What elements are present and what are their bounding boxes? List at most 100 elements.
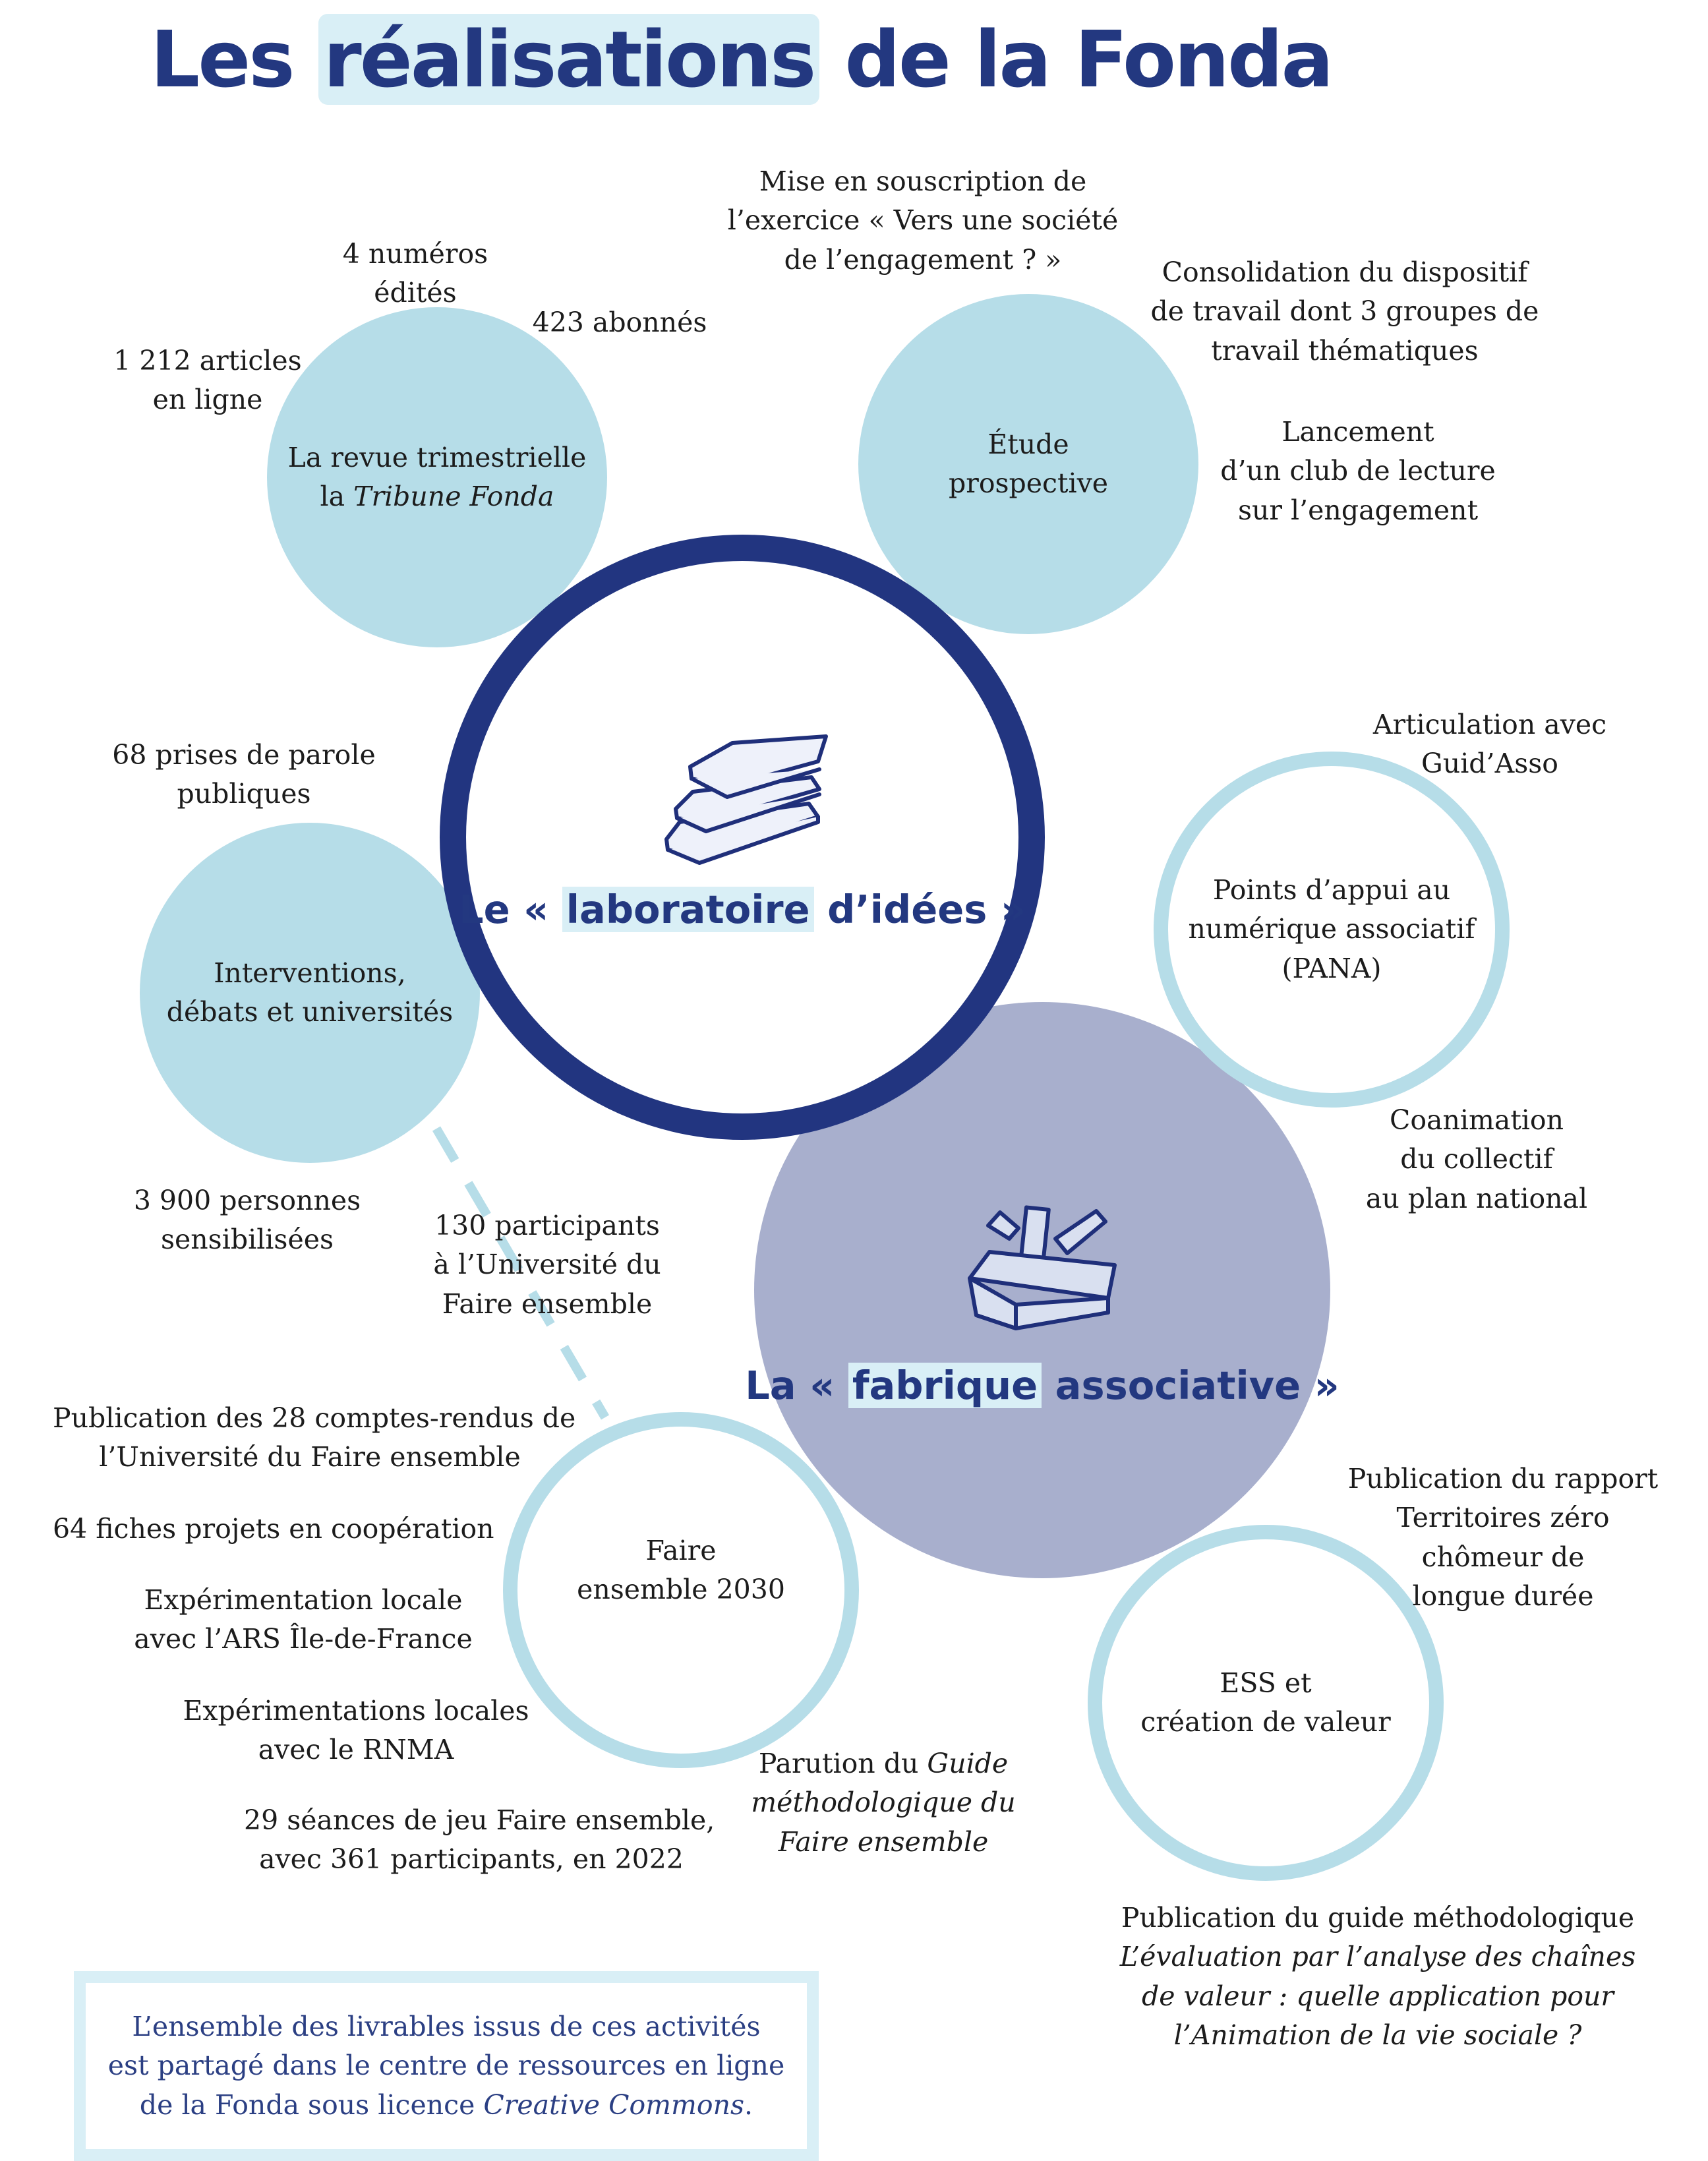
faire-line2: ensemble 2030: [577, 1574, 785, 1605]
annotation-comptes-rendus: Publication des 28 comptes-rendus de l’Un…: [53, 1399, 575, 1477]
consolidation-line1: Consolidation du dispositif: [1162, 256, 1528, 288]
comptes-rendus-line2: l’Université du Faire ensemble: [99, 1441, 521, 1473]
guide-line1-pre: Parution du: [758, 1748, 928, 1779]
fabrique-post: associative »: [1042, 1362, 1340, 1408]
guide-eval-line3: de valeur : quelle application pour: [1141, 1980, 1614, 2012]
guide-eval-line1: Publication du guide méthodologique: [1121, 1902, 1635, 1934]
annotation-consolidation: Consolidation du dispositif de travail do…: [1147, 253, 1543, 370]
labo-pre: Le «: [458, 886, 562, 932]
etude-line2: prospective: [948, 467, 1109, 499]
annotation-rnma: Expérimentations locales avec le RNMA: [178, 1692, 534, 1770]
articles-line2: en ligne: [152, 384, 263, 416]
rapport-line2: Territoires zéro: [1396, 1502, 1610, 1534]
page-title: Les réalisations de la Fonda: [150, 9, 1334, 110]
rnma-line2: avec le RNMA: [258, 1734, 454, 1766]
pana-line1: Points d’appui au: [1212, 873, 1451, 906]
club-line2: d’un club de lecture: [1220, 455, 1496, 487]
coanimation-line3: au plan national: [1365, 1182, 1588, 1214]
labo-highlight: laboratoire: [562, 886, 814, 932]
pana-line3: (PANA): [1281, 952, 1382, 984]
interventions-line1: Interventions,: [214, 957, 406, 989]
title-pre: Les: [150, 14, 318, 105]
souscription-line1: Mise en souscription de: [759, 165, 1087, 197]
etude-line1: Étude: [987, 428, 1069, 460]
pana-line2: numérique associatif: [1188, 913, 1475, 945]
node-interventions: Interventions, débats et universités: [140, 823, 480, 1163]
numeros-line1: 4 numéros: [342, 238, 488, 270]
annotation-articles: 1 212 articles en ligne: [105, 341, 310, 420]
fabrique-pre: La «: [745, 1362, 848, 1408]
interventions-line2: débats et universités: [166, 996, 454, 1028]
fabrique-highlight: fabrique: [848, 1362, 1042, 1408]
sensibilisees-line2: sensibilisées: [160, 1224, 334, 1256]
title-post: de la Fonda: [819, 14, 1334, 105]
annotation-abonnes: 423 abonnés: [532, 307, 707, 338]
club-line3: sur l’engagement: [1237, 494, 1479, 526]
participants130-line3: Faire ensemble: [442, 1288, 653, 1320]
info-line3-italic: Creative Commons: [483, 2088, 745, 2121]
seances-line1: 29 séances de jeu Faire ensemble,: [244, 1804, 715, 1836]
guide-line3-italic: Faire ensemble: [778, 1825, 989, 1858]
annotation-sensibilisees: 3 900 personnes sensibilisées: [125, 1181, 369, 1260]
node-pana: Points d’appui au numérique associatif (PA…: [1154, 752, 1510, 1108]
hub-labo: Le « laboratoire d’idées »: [440, 535, 1045, 1140]
fabrique-label: La « fabrique associative »: [745, 1362, 1340, 1408]
consolidation-line3: travail thématiques: [1211, 334, 1479, 367]
consolidation-line2: de travail dont 3 groupes de: [1150, 295, 1539, 328]
rapport-line4: longue durée: [1412, 1580, 1594, 1613]
souscription-line2: l’exercice « Vers une société: [727, 204, 1119, 237]
ess-line2: création de valeur: [1140, 1706, 1391, 1738]
revue-line2-italic: Tribune Fonda: [353, 481, 554, 512]
rnma-line1: Expérimentations locales: [183, 1695, 529, 1727]
seances-line2: avec 361 participants, en 2022: [259, 1843, 684, 1876]
rapport-line3: chômeur de: [1421, 1541, 1585, 1573]
comptes-rendus-line1: Publication des 28 comptes-rendus de: [53, 1402, 576, 1434]
guidasso-line1: Articulation avec: [1372, 709, 1607, 740]
guidasso-line2: Guid’Asso: [1421, 748, 1558, 780]
club-line1: Lancement: [1281, 416, 1434, 448]
ess-line1: ESS et: [1220, 1667, 1312, 1699]
labo-post: d’idées »: [813, 886, 1026, 932]
annotation-prises: 68 prises de parole publiques: [105, 736, 382, 814]
info-line2: est partagé dans le centre de ressources…: [107, 2050, 785, 2082]
ars-line1: Expérimentation locale: [144, 1584, 463, 1616]
participants130-line2: à l’Université du: [433, 1249, 661, 1281]
annotation-ars: Expérimentation locale avec l’ARS Île-de-…: [132, 1581, 475, 1659]
prises-line1: 68 prises de parole: [112, 739, 376, 771]
info-line3-post: .: [744, 2088, 753, 2121]
prises-line2: publiques: [177, 778, 311, 810]
title-highlight: réalisations: [318, 14, 820, 105]
labo-label: Le « laboratoire d’idées »: [458, 886, 1026, 932]
ars-line2: avec l’ARS Île-de-France: [134, 1623, 473, 1655]
info-line1: L’ensemble des livrables issus de ces ac…: [132, 2010, 761, 2042]
node-etude: Étude prospective: [858, 294, 1198, 634]
info-line3-pre: de la Fonda sous licence: [139, 2088, 484, 2121]
books-icon: [664, 734, 828, 865]
toolbox-icon: [968, 1204, 1117, 1330]
articles-line1: 1 212 articles: [113, 345, 302, 376]
info-box: L’ensemble des livrables issus de ces ac…: [74, 1971, 819, 2161]
annotation-fiches: 64 fiches projets en coopération: [53, 1513, 494, 1545]
sensibilisees-line1: 3 900 personnes: [133, 1185, 361, 1216]
participants130-line1: 130 participants: [434, 1210, 660, 1241]
guide-eval-line2: L’évaluation par l’analyse des chaînes: [1119, 1941, 1636, 1973]
annotation-souscription: Mise en souscription de l’exercice « Vers…: [725, 162, 1121, 280]
annotation-participants130: 130 participants à l’Université du Faire e…: [422, 1206, 672, 1324]
coanimation-line2: du collectif: [1400, 1143, 1553, 1175]
revue-line1: La revue trimestrielle: [287, 441, 587, 473]
annotation-seances: 29 séances de jeu Faire ensemble, avec 36…: [244, 1801, 715, 1880]
guide-line2-italic: méthodologique du: [751, 1787, 1016, 1819]
guide-eval-line4: l’Animation de la vie sociale ?: [1173, 2019, 1582, 2052]
souscription-line3: de l’engagement ? »: [784, 243, 1062, 276]
rapport-line1: Publication du rapport: [1347, 1463, 1659, 1495]
annotation-club: Lancement d’un club de lecture sur l’engag…: [1180, 413, 1536, 530]
